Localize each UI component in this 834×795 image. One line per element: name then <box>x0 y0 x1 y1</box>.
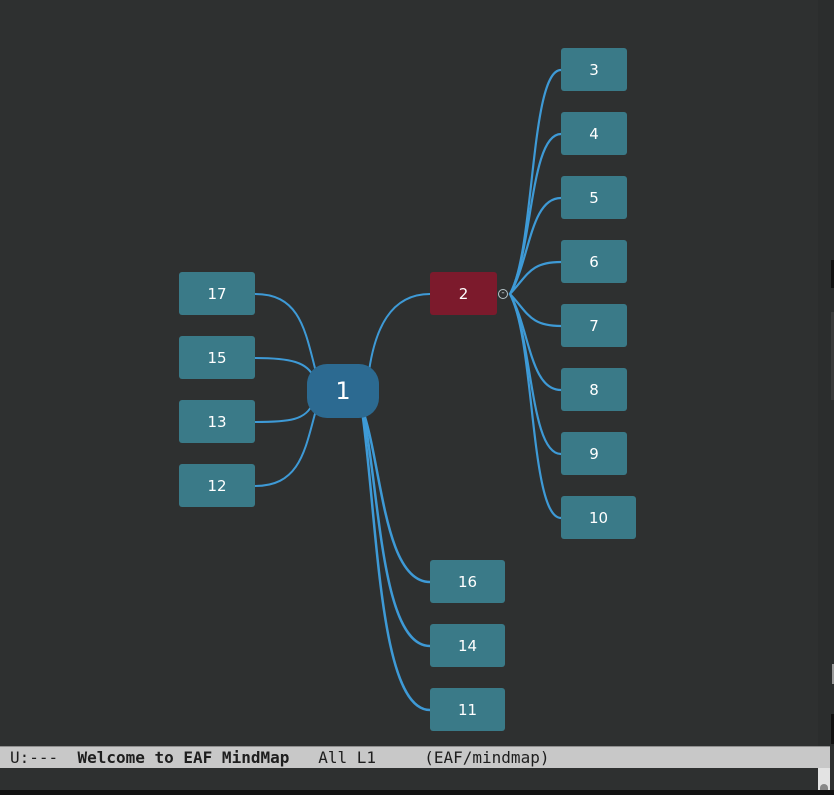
fringe-mark <box>832 664 834 684</box>
link-1-13 <box>254 402 314 423</box>
node-label: 10 <box>588 508 609 527</box>
minibuffer[interactable] <box>0 768 806 790</box>
link-1-17 <box>254 293 317 373</box>
mindmap-node-3[interactable]: 3 <box>561 48 627 91</box>
modeline-position: All L1 <box>318 748 377 767</box>
mindmap-node-9[interactable]: 9 <box>561 432 627 475</box>
mindmap-node-12[interactable]: 12 <box>179 464 255 507</box>
node-label: 12 <box>207 476 227 495</box>
mindmap-root-node[interactable]: 1 <box>307 364 379 418</box>
node-label: 3 <box>589 60 599 79</box>
node-label: 11 <box>457 700 478 719</box>
mindmap-node-13[interactable]: 13 <box>179 400 255 443</box>
link-2-7 <box>508 292 563 328</box>
collapse-toggle-icon[interactable]: - <box>498 289 508 299</box>
mindmap-node-15[interactable]: 15 <box>179 336 255 379</box>
mindmap-node-4[interactable]: 4 <box>561 112 627 155</box>
node-label: 4 <box>589 124 599 143</box>
node-label: 1 <box>335 377 351 405</box>
mindmap-node-5[interactable]: 5 <box>561 176 627 219</box>
fringe-mark <box>831 260 834 288</box>
node-label: 13 <box>207 412 227 431</box>
fringe-mark <box>831 312 834 400</box>
link-1-12 <box>254 409 317 487</box>
link-2-4 <box>508 132 563 296</box>
mindmap-node-14[interactable]: 14 <box>430 624 505 667</box>
mindmap-node-16[interactable]: 16 <box>430 560 505 603</box>
mindmap-canvas[interactable]: 1 2 - 3 4 5 6 7 8 9 10 17 <box>0 0 818 746</box>
link-2-5 <box>508 196 563 296</box>
scrollbar-thumb[interactable] <box>820 784 828 790</box>
mindmap-node-11[interactable]: 11 <box>430 688 505 731</box>
link-1-2 <box>368 293 431 372</box>
modeline-state: U:--- <box>10 748 59 767</box>
link-1-14 <box>362 414 432 648</box>
mindmap-node-10[interactable]: 10 <box>561 496 636 539</box>
fringe-mark <box>831 714 834 744</box>
mindmap-node-6[interactable]: 6 <box>561 240 627 283</box>
mode-line: U:--- Welcome to EAF MindMap All L1 (EAF… <box>0 746 830 768</box>
node-label: 2 <box>458 284 469 303</box>
node-label: 15 <box>207 348 227 367</box>
frame-bottom-border <box>0 790 834 795</box>
node-label: 17 <box>207 284 227 303</box>
node-label: 9 <box>589 444 599 463</box>
modeline-buffer-name[interactable]: Welcome to EAF MindMap <box>77 748 290 767</box>
node-label: 7 <box>589 316 599 335</box>
minibuffer-scrollbar[interactable] <box>818 768 830 790</box>
node-label: 5 <box>589 188 599 207</box>
modeline-major-mode[interactable]: (EAF/mindmap) <box>424 748 550 767</box>
node-label: 6 <box>589 252 599 271</box>
link-2-6 <box>508 260 563 296</box>
mindmap-node-8[interactable]: 8 <box>561 368 627 411</box>
link-1-11 <box>361 416 432 712</box>
link-2-8 <box>508 292 563 392</box>
mindmap-links <box>254 68 563 712</box>
mindmap-node-17[interactable]: 17 <box>179 272 255 315</box>
link-1-15 <box>254 357 315 379</box>
mindmap-node-2[interactable]: 2 <box>430 272 497 315</box>
mindmap-node-7[interactable]: 7 <box>561 304 627 347</box>
link-2-10 <box>508 292 563 520</box>
node-label: 16 <box>457 572 478 591</box>
link-1-16 <box>362 412 432 584</box>
node-label: 8 <box>589 380 599 399</box>
node-label: 14 <box>457 636 478 655</box>
window-fringe <box>818 0 834 746</box>
